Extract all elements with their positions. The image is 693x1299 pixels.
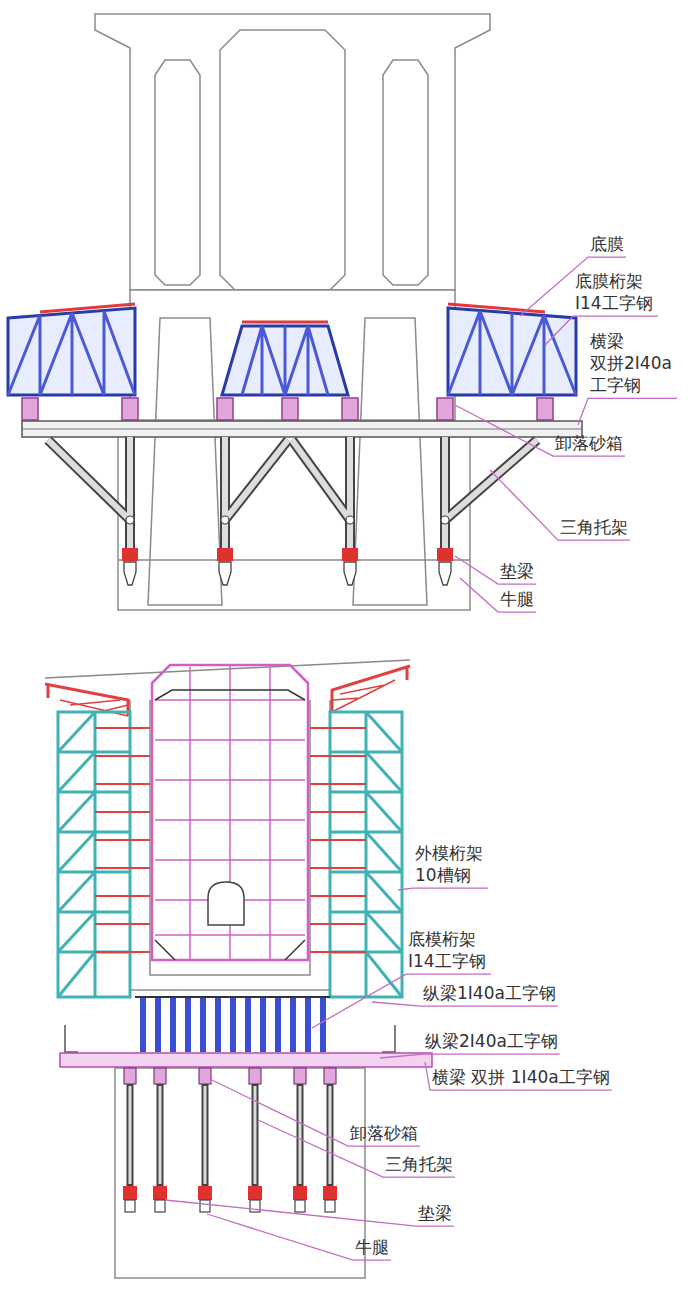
leader-line — [258, 1120, 455, 1177]
leader-line — [380, 1054, 560, 1058]
leader-line — [207, 1214, 391, 1260]
callout-label: 外模桁架 10槽钢 — [415, 842, 486, 886]
callout-label: 牛腿 — [500, 588, 534, 610]
callout-label: 垫梁 — [418, 1202, 452, 1224]
leader-line — [398, 888, 488, 890]
callout-label: 横梁 双拼2I40a 工字钢 — [590, 330, 675, 396]
callout-label: 纵梁2I40a工字钢 — [425, 1030, 558, 1052]
callout-label: 三角托架 — [385, 1153, 453, 1175]
callout-label: 牛腿 — [355, 1236, 389, 1258]
leader-line — [455, 405, 625, 456]
leader-line — [425, 1062, 612, 1090]
leader-line — [212, 1080, 420, 1146]
callout-label: 底膜桁架 I14工字钢 — [575, 270, 656, 314]
callout-label: 底膜 — [590, 233, 624, 255]
leader-line — [578, 398, 677, 425]
callout-label: 底模桁架 I14工字钢 — [408, 928, 489, 972]
leader-line — [165, 1200, 454, 1226]
leader-line — [460, 578, 536, 612]
leader-line — [490, 470, 630, 540]
callout-label: 纵梁1I40a工字钢 — [423, 982, 556, 1004]
callout-label: 卸落砂箱 — [555, 432, 623, 454]
leader-line — [455, 556, 536, 584]
callout-label: 垫梁 — [500, 560, 534, 582]
callout-label: 卸落砂箱 — [350, 1122, 418, 1144]
callout-label: 横梁 双拼 1I40a工字钢 — [432, 1066, 610, 1088]
callout-label: 三角托架 — [560, 516, 628, 538]
